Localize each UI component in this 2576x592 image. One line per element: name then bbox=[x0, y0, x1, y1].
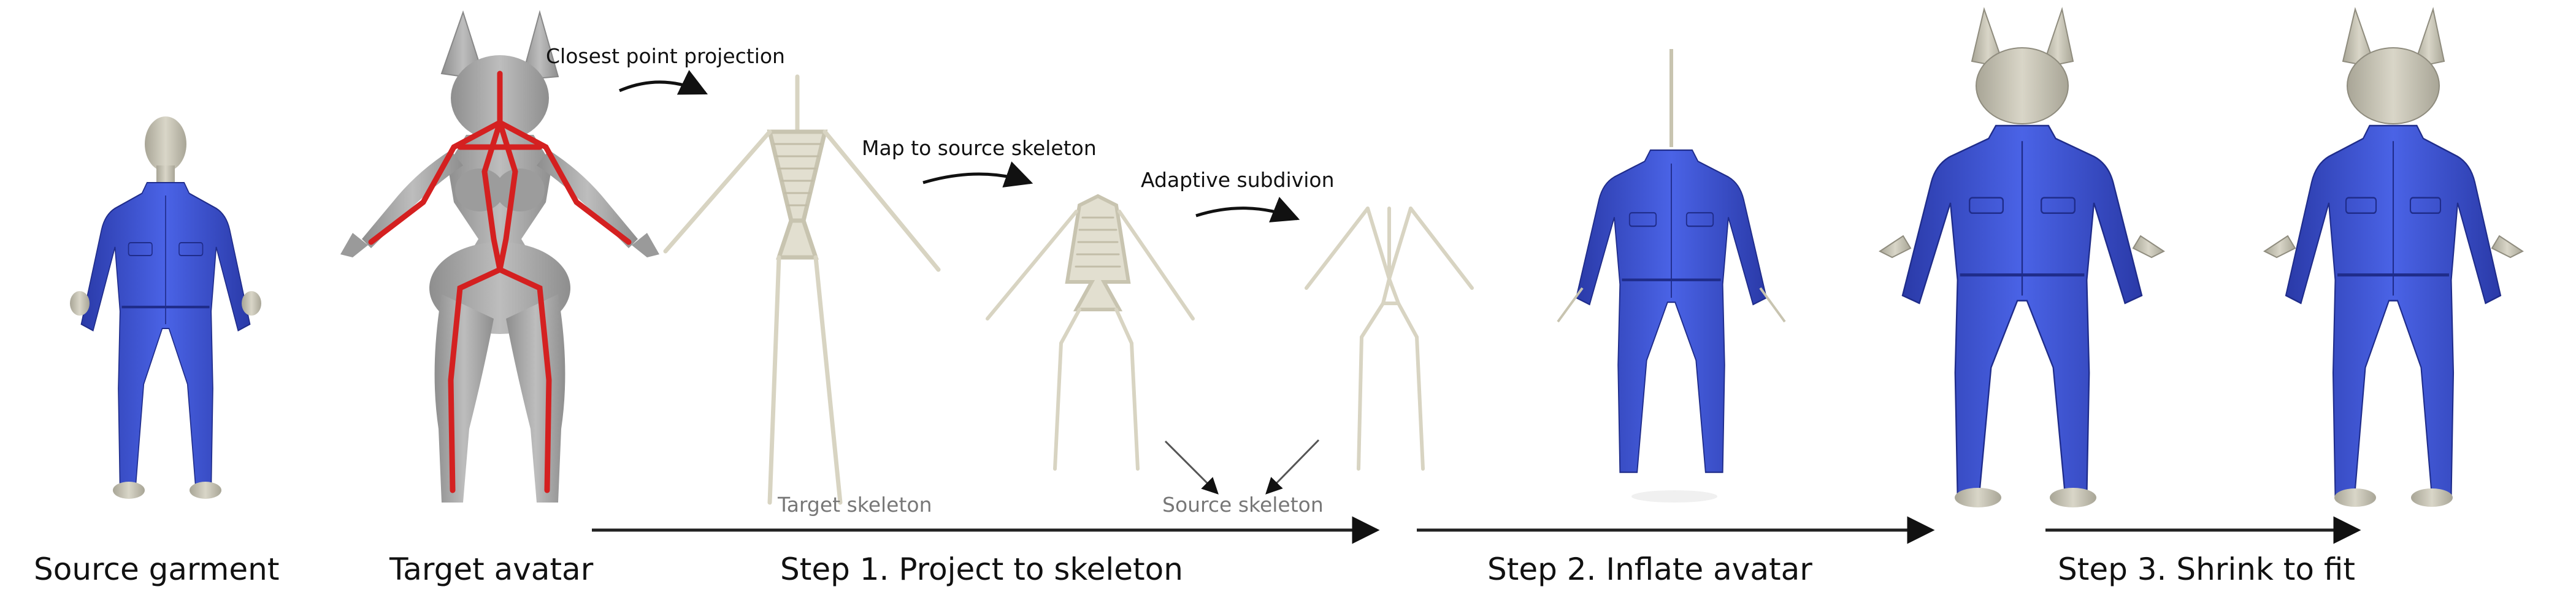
mannequin-head bbox=[145, 116, 186, 172]
source-skeleton-figure bbox=[1305, 207, 1474, 471]
source-skeleton-pointer-right bbox=[1265, 439, 1320, 495]
adaptive-subdivision-label: Adaptive subdivion bbox=[1141, 168, 1335, 192]
source-garment-figure bbox=[70, 116, 261, 499]
mannequin-left-foot bbox=[113, 482, 145, 499]
avatar-skeleton bbox=[368, 70, 632, 493]
step3-loose-fit-figure bbox=[1879, 7, 2165, 507]
closest-point-label: Closest point projection bbox=[546, 44, 785, 68]
mannequin-neck bbox=[156, 165, 175, 184]
map-to-source-arrow bbox=[922, 161, 1033, 188]
mannequin-left-hand bbox=[70, 291, 90, 316]
step3-fitted-figure bbox=[2263, 7, 2524, 507]
source-garment-caption: Source garment bbox=[34, 552, 279, 587]
mapped-source-skeleton-figure bbox=[986, 194, 1195, 471]
adaptive-subdivision-arrow bbox=[1195, 197, 1300, 222]
target-avatar-caption: Target avatar bbox=[389, 552, 594, 587]
target-skeleton-label: Target skeleton bbox=[777, 493, 932, 517]
source-skeleton-pointer-left bbox=[1164, 440, 1219, 495]
garment-jumpsuit bbox=[82, 183, 250, 491]
step3-caption: Step 3. Shrink to fit bbox=[2058, 552, 2355, 587]
step2-garment-figure bbox=[1557, 49, 1786, 503]
closest-point-arrow bbox=[619, 70, 708, 95]
mannequin-right-hand bbox=[242, 291, 261, 316]
mannequin-right-foot bbox=[190, 482, 221, 499]
target-avatar-figure bbox=[340, 10, 659, 503]
target-skeleton-figure bbox=[663, 74, 941, 505]
map-to-source-label: Map to source skeleton bbox=[862, 136, 1097, 160]
step1-caption: Step 1. Project to skeleton bbox=[780, 552, 1183, 587]
step2-caption: Step 2. Inflate avatar bbox=[1487, 552, 1812, 587]
source-skeleton-label: Source skeleton bbox=[1162, 493, 1324, 517]
